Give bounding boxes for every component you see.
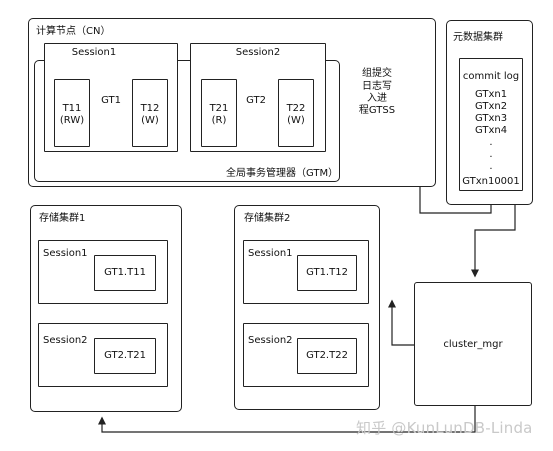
commit-log-ellipsis: . (489, 161, 493, 172)
storage2-session1-label: Session1 (248, 248, 293, 259)
commit-log-entry: GTxn3 (474, 113, 508, 124)
storage-cluster-1-title: 存储集群1 (39, 213, 86, 224)
watermark: 知乎 @KunLunDB-Linda (356, 419, 533, 437)
storage1-branch-gt1-t11-box (94, 255, 156, 291)
txn-t21-name: T21 (209, 103, 229, 114)
commit-log-ellipsis: . (489, 149, 493, 160)
commitlog-to-clustermgr-arrow (471, 190, 516, 278)
storage1-session2-label: Session2 (43, 335, 88, 346)
storage1-branch-gt2-t21: GT2.T21 (104, 350, 146, 361)
clustermgr-to-storage2-arrow (388, 299, 414, 346)
gtss-to-commitlog-arrow (419, 185, 495, 214)
cluster-mgr-label: cluster_mgr (443, 339, 503, 350)
commit-log-entry: GTxn1 (474, 89, 508, 100)
txn-t11-name: T11 (62, 103, 82, 114)
compute-node-title: 计算节点（CN） (36, 26, 111, 37)
storage2-branch-gt2-t22-box (297, 338, 357, 374)
gtss-line-2: 日志写 (362, 81, 392, 92)
storage1-branch-gt2-t21-box (94, 338, 156, 374)
txn-t22-name: T22 (286, 103, 306, 114)
commit-log-ellipsis: . (489, 137, 493, 148)
txn-t21-box (201, 79, 237, 147)
gtss-line-4: 程GTSS (358, 105, 396, 116)
txn-t22-mode: (W) (287, 115, 305, 126)
cn-session1-label: Session1 (71, 47, 117, 58)
cluster-mgr-box (414, 282, 532, 406)
commit-log-entry: GTxn4 (474, 125, 508, 136)
gt2-label: GT2 (246, 95, 266, 106)
commit-log-entry: GTxn2 (474, 101, 508, 112)
storage2-branch-gt1-t12-box (297, 255, 357, 291)
storage1-branch-gt1-t11: GT1.T11 (104, 267, 146, 278)
gt1-label: GT1 (101, 95, 121, 106)
gtm-label: 全局事务管理器（GTM） (226, 168, 339, 179)
storage1-session1-label: Session1 (43, 248, 88, 259)
txn-t11-box (54, 79, 90, 147)
clustermgr-to-storage1-arrow (98, 406, 476, 433)
cn-session2-label: Session2 (235, 47, 281, 58)
txn-t12-box (132, 79, 168, 147)
gtss-line-3: 入进 (367, 93, 387, 104)
gtss-line-1: 组提交 (362, 68, 392, 79)
storage2-branch-gt1-t12: GT1.T12 (306, 267, 348, 278)
commit-log-title: commit log (462, 71, 520, 82)
storage2-session2-label: Session2 (248, 335, 293, 346)
storage2-branch-gt2-t22: GT2.T22 (306, 350, 348, 361)
txn-t12-name: T12 (140, 103, 160, 114)
commit-log-box (459, 58, 523, 191)
metadata-cluster-title: 元数据集群 (453, 32, 503, 43)
storage-cluster-2-title: 存储集群2 (244, 213, 291, 224)
commit-log-entry: GTxn10001 (462, 176, 520, 187)
txn-t11-mode: (RW) (59, 115, 85, 126)
txn-t21-mode: (R) (211, 115, 227, 126)
txn-t12-mode: (W) (141, 115, 159, 126)
txn-t22-box (278, 79, 314, 147)
